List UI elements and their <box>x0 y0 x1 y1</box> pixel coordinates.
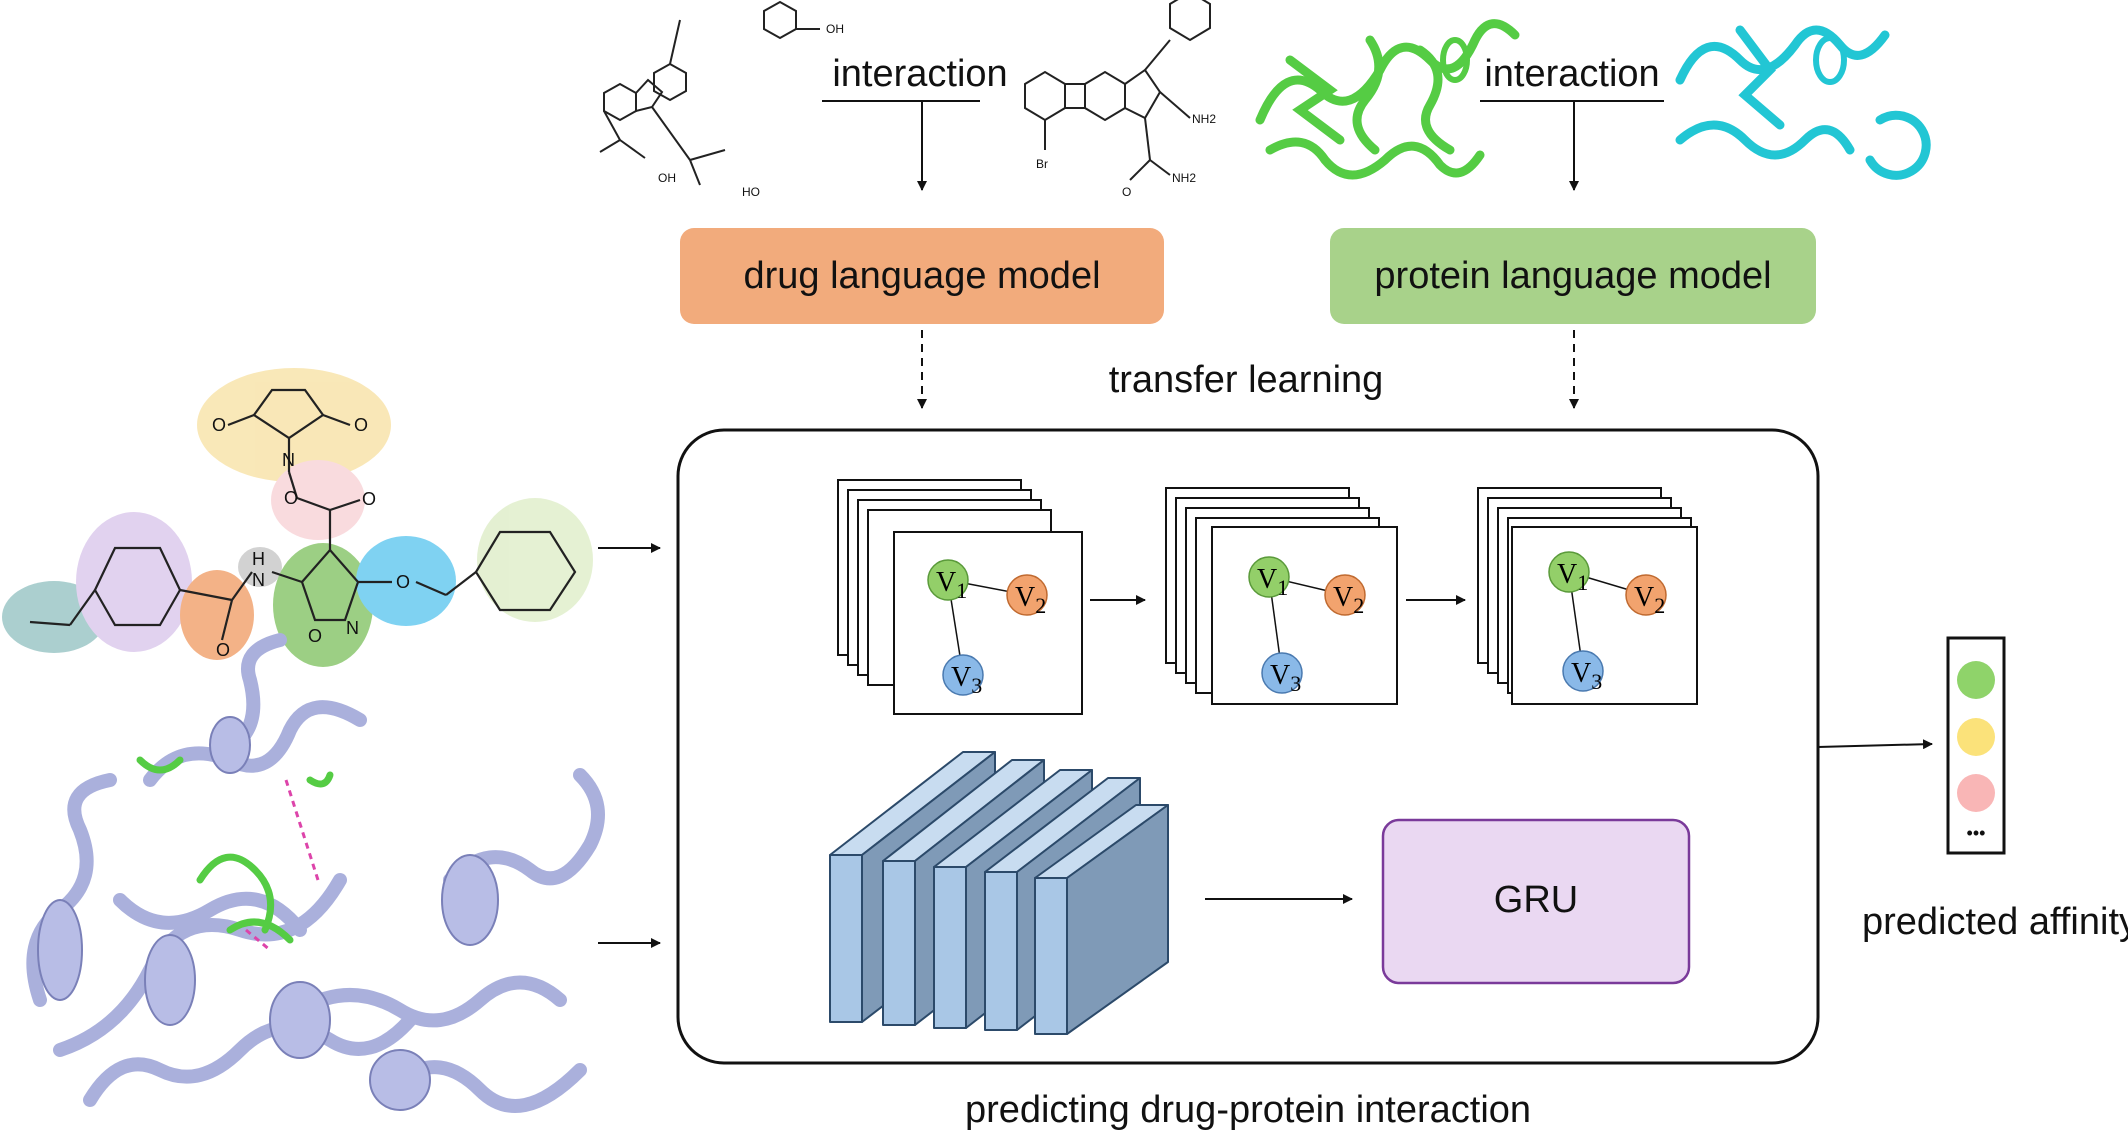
mol-o-6: O <box>308 626 322 646</box>
drug1-oh-label-2: OH <box>658 171 676 185</box>
drug2-o-label: O <box>1122 185 1131 199</box>
drug2-br-label: Br <box>1036 157 1048 171</box>
node-v1-label: V1 <box>1257 564 1288 600</box>
graph-2: V1 V2 V3 <box>1248 556 1366 696</box>
protein-structure-cyan <box>1675 25 1931 180</box>
affinity-green-dot <box>1957 661 1995 699</box>
protein-interaction-label: interaction <box>1484 53 1659 95</box>
drug1-ho-label: HO <box>742 185 760 199</box>
protein-helices <box>37 716 499 1111</box>
drug-interaction-label: interaction <box>832 53 1007 95</box>
mol-h: H <box>252 549 265 569</box>
mol-n-2: N <box>252 570 265 590</box>
protein-structure-green <box>1255 19 1520 180</box>
mol-n-1: N <box>282 450 295 470</box>
node-v1-label: V1 <box>936 567 967 603</box>
drug-language-model-label: drug language model <box>743 255 1100 297</box>
node-v1-label: V1 <box>1557 559 1588 595</box>
node-v3 <box>942 654 984 696</box>
node-v2-label: V2 <box>1634 582 1665 618</box>
graph-3: V1 V2 V3 <box>1548 551 1667 694</box>
drug1-oh-label: OH <box>826 22 844 36</box>
molecule-skeleton <box>29 388 577 641</box>
node-v1 <box>927 559 969 601</box>
mol-o-2: O <box>354 415 368 435</box>
node-v2-label: V2 <box>1333 582 1364 618</box>
node-v2 <box>1324 574 1366 616</box>
binding-site <box>136 756 334 944</box>
drug-language-model-box <box>680 228 1164 324</box>
affinity-pink-dot <box>1957 774 1995 812</box>
protein-ribbon <box>26 633 605 1113</box>
drug-structure-1 <box>599 0 820 186</box>
mol-o-7: O <box>396 572 410 592</box>
mol-o-1: O <box>212 415 226 435</box>
cnn-layers <box>829 751 1169 1035</box>
node-v3-label: V3 <box>1270 660 1301 696</box>
molecule-highlights <box>2 368 593 667</box>
drug-structure-2 <box>1024 0 1211 181</box>
node-v3 <box>1562 650 1604 692</box>
predicted-affinity-label: predicted affinity <box>1862 901 2128 943</box>
node-v3 <box>1261 652 1303 694</box>
drug2-nh2-label: NH2 <box>1192 112 1216 126</box>
gru-box <box>1381 818 1691 985</box>
node-v3-label: V3 <box>1571 658 1602 694</box>
mol-n-3: N <box>346 618 359 638</box>
graph-1: V1 V2 V3 <box>927 559 1048 698</box>
protein-language-model-label: protein language model <box>1374 255 1771 297</box>
node-v3-label: V3 <box>951 662 982 698</box>
mol-o-4: O <box>362 489 376 509</box>
drug2-nh2-label-2: NH2 <box>1172 171 1196 185</box>
affinity-ellipsis: ••• <box>1967 823 1986 843</box>
transfer-learning-label: transfer learning <box>1109 359 1384 401</box>
protein-language-model-box <box>1330 228 1816 324</box>
gnn-layer-1 <box>837 479 1083 715</box>
bottom-caption: predicting drug-protein interaction <box>965 1089 1531 1131</box>
output-arrow <box>1817 739 1933 750</box>
affinity-yellow-dot <box>1957 718 1995 756</box>
node-v2 <box>1625 574 1667 616</box>
node-v2 <box>1006 574 1048 616</box>
node-v1 <box>1248 556 1290 598</box>
node-v2-label: V2 <box>1015 582 1046 618</box>
mol-o-5: O <box>216 640 230 660</box>
mol-o-3: O <box>284 488 298 508</box>
node-v1 <box>1548 551 1590 593</box>
hbond-lines <box>245 779 320 952</box>
gru-label: GRU <box>1494 879 1578 921</box>
